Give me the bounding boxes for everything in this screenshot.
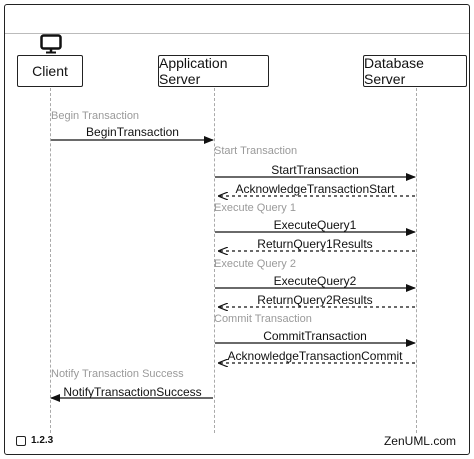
- message-label: ReturnQuery2Results: [257, 293, 373, 307]
- lifeline-database-server: [416, 88, 417, 433]
- message-label: ExecuteQuery2: [273, 274, 357, 288]
- participant-application-server[interactable]: Application Server: [158, 55, 269, 87]
- message-label: CommitTransaction: [263, 329, 367, 343]
- message-label: BeginTransaction: [86, 125, 179, 139]
- fragment-label: Start Transaction: [214, 145, 298, 157]
- brand-link[interactable]: ZenUML.com: [383, 434, 456, 448]
- message-label: ExecuteQuery1: [273, 218, 357, 232]
- participant-label: Client: [32, 63, 68, 79]
- participant-database-server[interactable]: Database Server: [363, 55, 467, 87]
- version-label: 1.2.3: [31, 435, 54, 446]
- fragment-label: Notify Transaction Success: [51, 368, 184, 380]
- fragment-label: Execute Query 2: [214, 258, 296, 270]
- message-label: NotifyTransactionSuccess: [63, 385, 202, 399]
- participant-client[interactable]: Client: [17, 55, 83, 87]
- lifeline-client: [50, 88, 51, 433]
- fragment-label: Execute Query 1: [214, 202, 296, 214]
- message-label: AcknowledgeTransactionStart: [235, 182, 395, 196]
- fragment-label: Begin Transaction: [51, 110, 140, 122]
- participant-label: Database Server: [364, 55, 424, 87]
- message-label: AcknowledgeTransactionCommit: [227, 349, 403, 363]
- fragment-label: Commit Transaction: [214, 313, 312, 325]
- message-label: ReturnQuery1Results: [257, 237, 373, 251]
- monitor-icon: [40, 34, 62, 54]
- lifeline-application-server: [214, 88, 215, 433]
- participant-label: Application Server: [159, 55, 228, 87]
- diagram-frame: [4, 4, 470, 455]
- footer-checkbox[interactable]: [16, 436, 26, 446]
- message-label: StartTransaction: [271, 163, 359, 177]
- header-divider: [5, 33, 469, 34]
